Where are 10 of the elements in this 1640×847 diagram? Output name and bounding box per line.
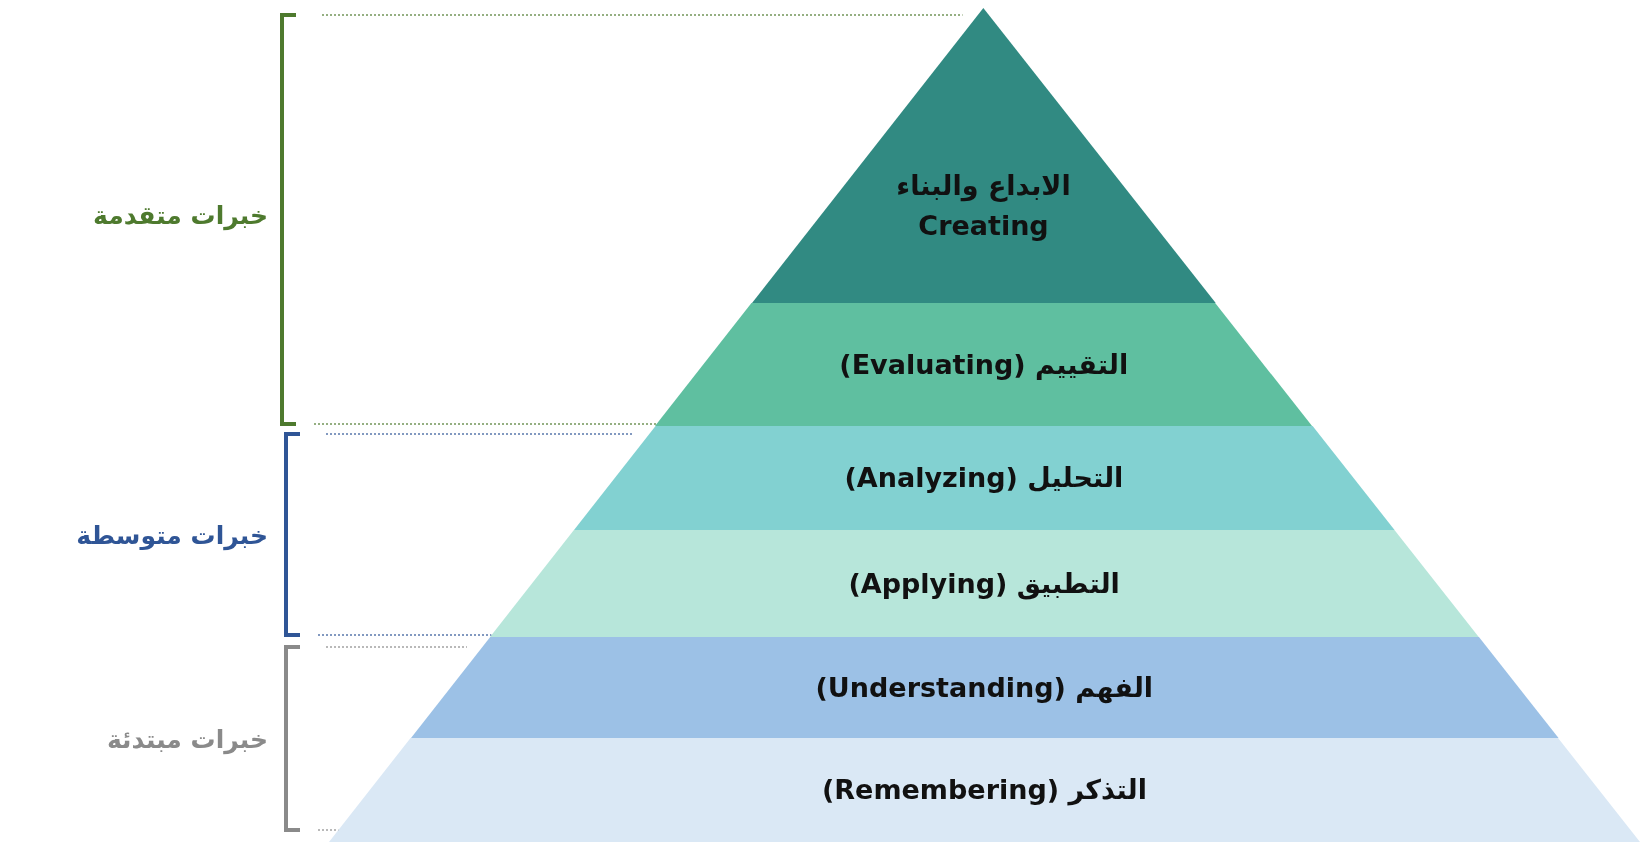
- tier-label: Creating: [918, 208, 1049, 243]
- tier-label: الابداع والبناء: [896, 169, 1071, 204]
- tier-label: التطبيق (Applying): [848, 566, 1120, 602]
- tier-label: التذكر (Remembering): [821, 773, 1147, 808]
- group-label: خبرات متقدمة: [93, 200, 268, 229]
- tier-label: التقييم (Evaluating): [839, 347, 1129, 382]
- tier-label: الفهم (Understanding): [815, 670, 1154, 706]
- tier-label: التحليل (Analyzing): [844, 461, 1124, 496]
- group-label: خبرات مبتدئة: [106, 724, 268, 753]
- group-label: خبرات متوسطة: [76, 520, 268, 549]
